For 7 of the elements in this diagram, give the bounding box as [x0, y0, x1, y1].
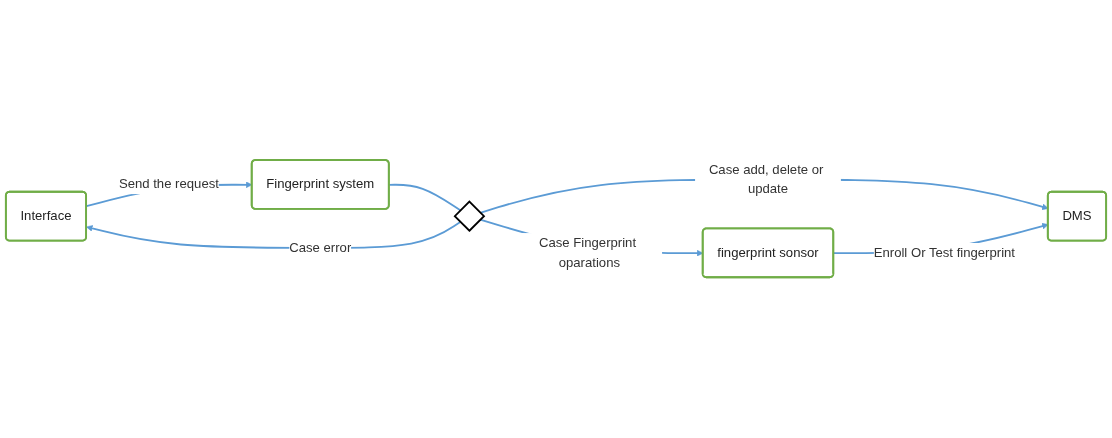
node-diamond	[453, 200, 486, 233]
connector	[388, 184, 462, 212]
edge-label: Send the request	[118, 177, 219, 192]
edge-label: Case error	[289, 240, 352, 256]
edge-label: Case add, delete or update	[708, 162, 824, 197]
edge-label: Case Fingerprint oparations	[539, 235, 637, 271]
edge-label: Enroll Or Test fingerprint	[873, 245, 1015, 261]
